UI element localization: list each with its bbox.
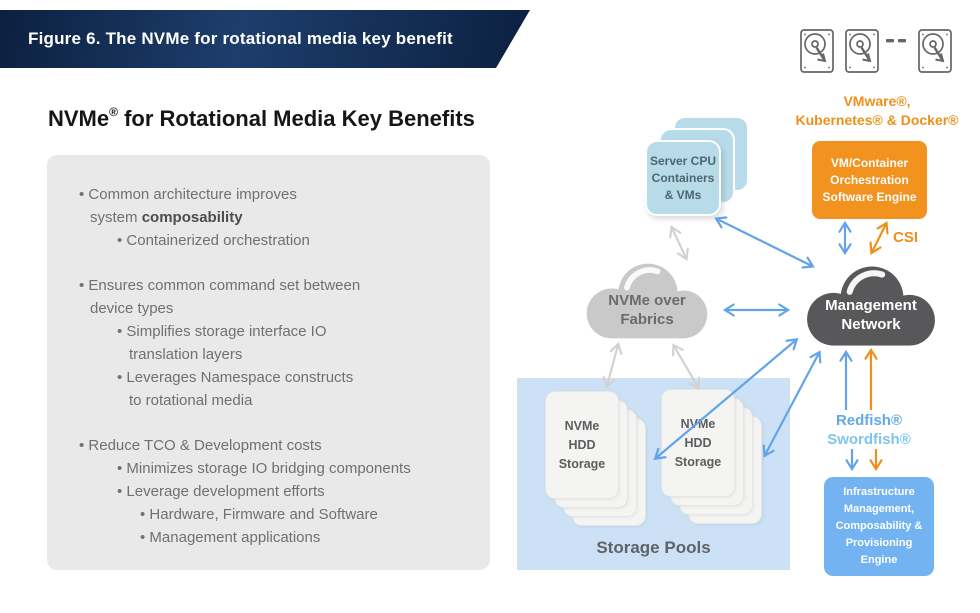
mgmt-cloud-label: Management Network (825, 296, 917, 333)
bullet-line: • Ensures common command set between (79, 277, 361, 294)
bullet-line: device types (90, 300, 174, 317)
hdd-icon (844, 28, 880, 74)
bullet-line: • Containerized orchestration (117, 232, 310, 249)
list-spacer (47, 412, 490, 434)
hdd-icon-row (799, 28, 953, 74)
vm-container-orchestration-box: VM/Container Orchestration Software Engi… (812, 141, 927, 219)
storage-pools-label: Storage Pools (596, 538, 711, 557)
arrow (869, 221, 889, 255)
bullet-line: • Management applications (140, 529, 321, 546)
redfish-swordfish-label: Redfish® Swordfish® (806, 411, 932, 449)
list-spacer (47, 252, 490, 274)
bullet-line: • Hardware, Firmware and Software (140, 506, 378, 523)
figure-banner-title: Figure 6. The NVMe for rotational media … (28, 29, 453, 48)
infrastructure-engine-box: Infrastructure Management, Composability… (824, 477, 934, 576)
benefits-panel: • Common architecture improves system co… (47, 155, 490, 570)
composability-keyword: composability (141, 209, 243, 226)
bullet-line: to rotational media (129, 392, 253, 409)
storage-card-front: NVMe HDD Storage (545, 391, 619, 499)
bullet-line: • Leverage development efforts (117, 483, 325, 500)
figure-banner: Figure 6. The NVMe for rotational media … (0, 10, 530, 68)
storage-card-front: NVMe HDD Storage (661, 389, 735, 497)
bullet-line: system composability (90, 209, 243, 226)
vm-kubernetes-docker-label: VMware®, Kubernetes® & Docker® (795, 93, 959, 128)
fabrics-cloud-label: NVMe over Fabrics (608, 292, 686, 329)
management-network-cloud: Management Network (800, 254, 942, 358)
bullet-line: • Common architecture improves (79, 186, 297, 203)
bullet-line: • Minimizes storage IO bridging componen… (117, 460, 411, 477)
cloud-icon (807, 266, 935, 346)
hdd-icon (917, 28, 953, 74)
page-title: NVMe® for Rotational Media Key Benefits (48, 104, 475, 131)
swordfish-label: Swordfish® (827, 431, 911, 448)
bullet-line: • Leverages Namespace constructs (117, 369, 354, 386)
csi-label: CSI (893, 229, 919, 246)
ellipsis-dashes-icon (886, 39, 906, 43)
redfish-label: Redfish® (835, 412, 903, 429)
bullet-line: translation layers (129, 346, 243, 363)
hdd-icon (799, 28, 835, 74)
server-stack-card-front: Server CPU Containers & VMs (645, 140, 721, 216)
registered-mark: ® (109, 104, 118, 119)
cloud-icon (586, 263, 708, 339)
bullet-line: • Simplifies storage interface IO (117, 323, 327, 340)
nvme-over-fabrics-cloud: NVMe over Fabrics (580, 252, 714, 350)
arrow (714, 216, 815, 269)
bullet-line: • Reduce TCO & Development costs (79, 437, 322, 454)
